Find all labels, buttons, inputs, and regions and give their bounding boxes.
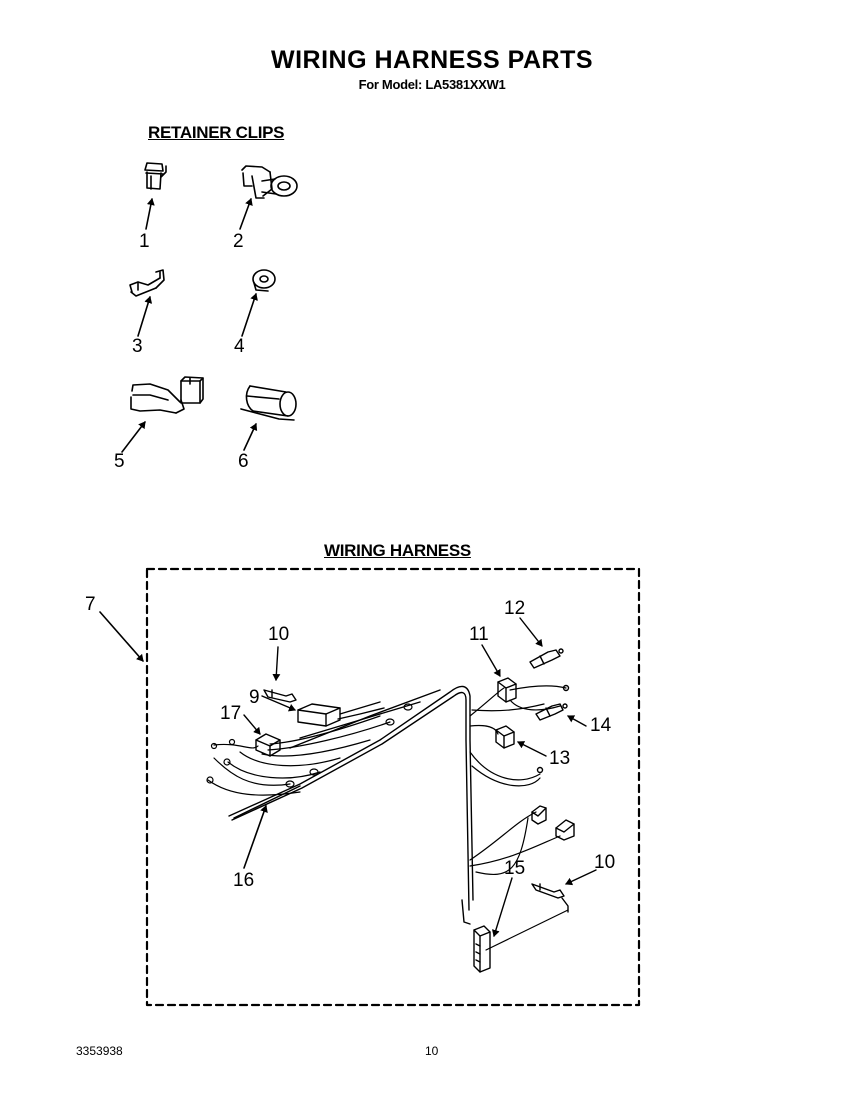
retainer-clip-1-drawing bbox=[144, 162, 167, 230]
harness-label-17: 17 bbox=[220, 703, 242, 724]
harness-left-wires bbox=[207, 715, 391, 796]
harness-label-16: 16 bbox=[233, 870, 255, 891]
connector-17 bbox=[243, 714, 281, 757]
frame-arrow bbox=[99, 611, 144, 662]
terminal-10-bottom bbox=[531, 869, 597, 913]
harness-label-12: 12 bbox=[504, 598, 526, 619]
right-connectors bbox=[531, 805, 575, 841]
harness-label-10-top: 10 bbox=[268, 624, 290, 645]
harness-frame bbox=[145, 567, 641, 1007]
clip-label-1: 1 bbox=[139, 231, 150, 252]
harness-label-7: 7 bbox=[85, 594, 96, 615]
harness-label-9: 9 bbox=[249, 687, 260, 708]
clip-label-4: 4 bbox=[234, 336, 245, 357]
page-number: 10 bbox=[425, 1044, 439, 1058]
clip-label-5: 5 bbox=[114, 451, 125, 472]
harness-label-13: 13 bbox=[549, 748, 571, 769]
retainer-clip-4-drawing bbox=[241, 269, 276, 337]
clip-label-3: 3 bbox=[132, 336, 143, 357]
model-subtitle: For Model: LA5381XXW1 bbox=[358, 77, 506, 92]
harness-label-14: 14 bbox=[590, 715, 612, 736]
terminal-10-top bbox=[263, 646, 297, 703]
retainer-clip-2-drawing bbox=[239, 165, 298, 230]
page-title: WIRING HARNESS PARTS bbox=[270, 46, 594, 74]
arrow-16 bbox=[243, 805, 268, 869]
clip-label-2: 2 bbox=[233, 231, 244, 252]
retainer-clip-5-drawing bbox=[121, 376, 204, 453]
harness-left-terminals bbox=[206, 703, 413, 788]
connector-9 bbox=[261, 695, 385, 727]
plug-15 bbox=[461, 877, 513, 973]
connector-13 bbox=[495, 725, 547, 774]
harness-trunk bbox=[228, 685, 474, 911]
harness-label-11: 11 bbox=[469, 624, 489, 645]
harness-label-10-bottom: 10 bbox=[594, 852, 616, 873]
harness-label-15: 15 bbox=[504, 858, 526, 879]
retainer-clip-3-drawing bbox=[129, 269, 165, 337]
clip-label-6: 6 bbox=[238, 451, 249, 472]
wiring-harness-heading: WIRING HARNESS bbox=[324, 541, 471, 560]
harness-right-wires bbox=[469, 685, 569, 951]
terminal-12 bbox=[519, 617, 564, 669]
terminal-14 bbox=[535, 684, 587, 727]
retainer-clip-6-drawing bbox=[240, 385, 297, 451]
connector-11 bbox=[481, 644, 517, 703]
part-number: 3353938 bbox=[76, 1044, 123, 1058]
retainer-clips-heading: RETAINER CLIPS bbox=[148, 123, 285, 142]
